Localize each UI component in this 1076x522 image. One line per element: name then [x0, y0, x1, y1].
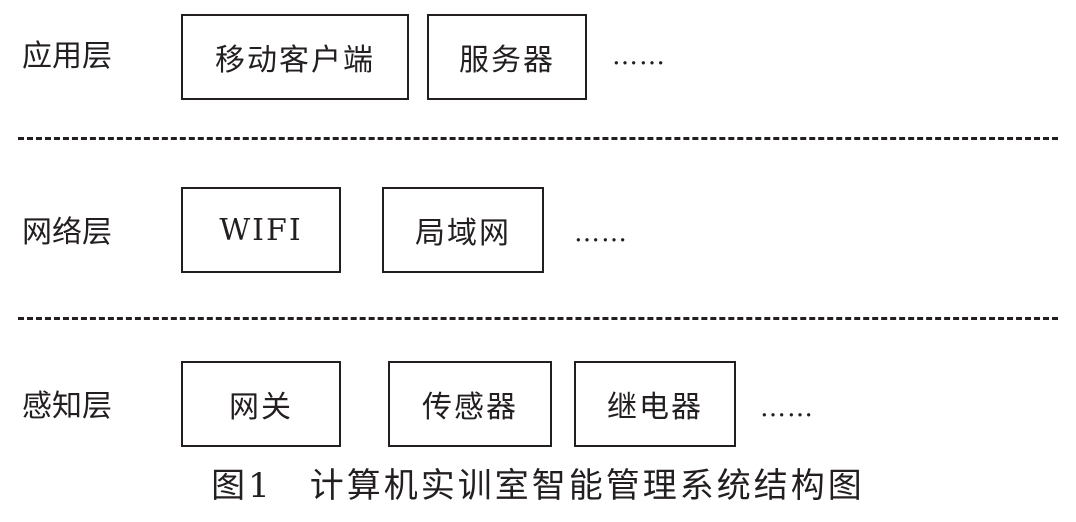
perception-layer-ellipsis: …… [760, 393, 814, 423]
figure-caption: 图1 计算机实训室智能管理系统结构图 [211, 466, 865, 506]
layer-divider-lower [18, 317, 1058, 320]
layer-label-application: 应用层 [22, 39, 112, 74]
layer-label-perception: 感知层 [22, 389, 112, 424]
box-mobile-client: 移动客户端 [181, 14, 409, 100]
box-gateway: 网关 [181, 361, 341, 447]
box-sensor: 传感器 [388, 361, 552, 447]
network-layer-ellipsis: …… [574, 218, 628, 248]
box-relay: 继电器 [574, 361, 736, 447]
box-server: 服务器 [427, 14, 587, 100]
layer-divider-upper [18, 137, 1058, 140]
layer-label-network: 网络层 [22, 215, 112, 250]
box-wifi: WIFI [181, 187, 341, 273]
application-layer-ellipsis: …… [612, 41, 666, 71]
box-lan: 局域网 [382, 187, 544, 273]
